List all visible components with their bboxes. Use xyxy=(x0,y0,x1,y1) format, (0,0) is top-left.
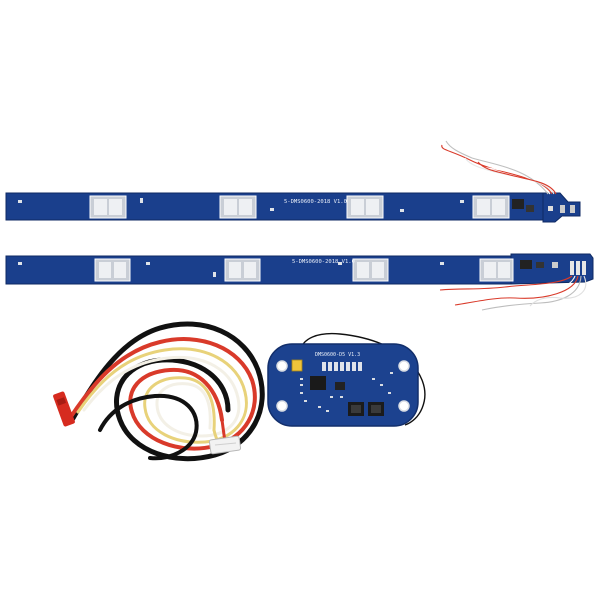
pcb-strip-top: 5-DMS0600-2018 V1.0 xyxy=(5,140,581,223)
black-wire-loop xyxy=(98,393,199,461)
pcb-strip-top-label: 5-DMS0600-2018 V1.0 xyxy=(284,199,347,205)
balance-tab-group xyxy=(89,195,510,219)
protection-ic-cluster xyxy=(512,199,575,213)
bms-board-label: DMS0600-D5 V1.3 xyxy=(315,352,360,358)
sense-wires-top xyxy=(439,140,557,195)
pcb-strip-bottom-label: 5-DMS0600-2018 V1.0 xyxy=(292,259,355,265)
smd-components xyxy=(18,198,464,212)
smd-components xyxy=(18,262,444,277)
white-wire xyxy=(82,355,241,438)
sense-wires-bottom xyxy=(439,275,587,311)
mounting-hole-group xyxy=(276,360,410,412)
red-connector xyxy=(53,391,75,427)
ic-chip xyxy=(335,382,345,390)
protection-ic-cluster xyxy=(520,260,586,275)
balance-tab-group xyxy=(94,258,514,282)
smd-components xyxy=(300,372,393,412)
microcontroller-chip xyxy=(310,376,326,390)
connector-pads xyxy=(322,362,362,371)
pcb-strip-top-body xyxy=(5,192,544,221)
pcb-strip-bottom: 5-DMS0600-2018 V1.0 xyxy=(5,253,594,311)
mosfet-group xyxy=(348,402,384,416)
bms-main-board: DMS0600-D5 V1.3 xyxy=(267,332,426,427)
white-balance-connector xyxy=(208,435,242,455)
yellow-capacitor xyxy=(291,359,303,372)
